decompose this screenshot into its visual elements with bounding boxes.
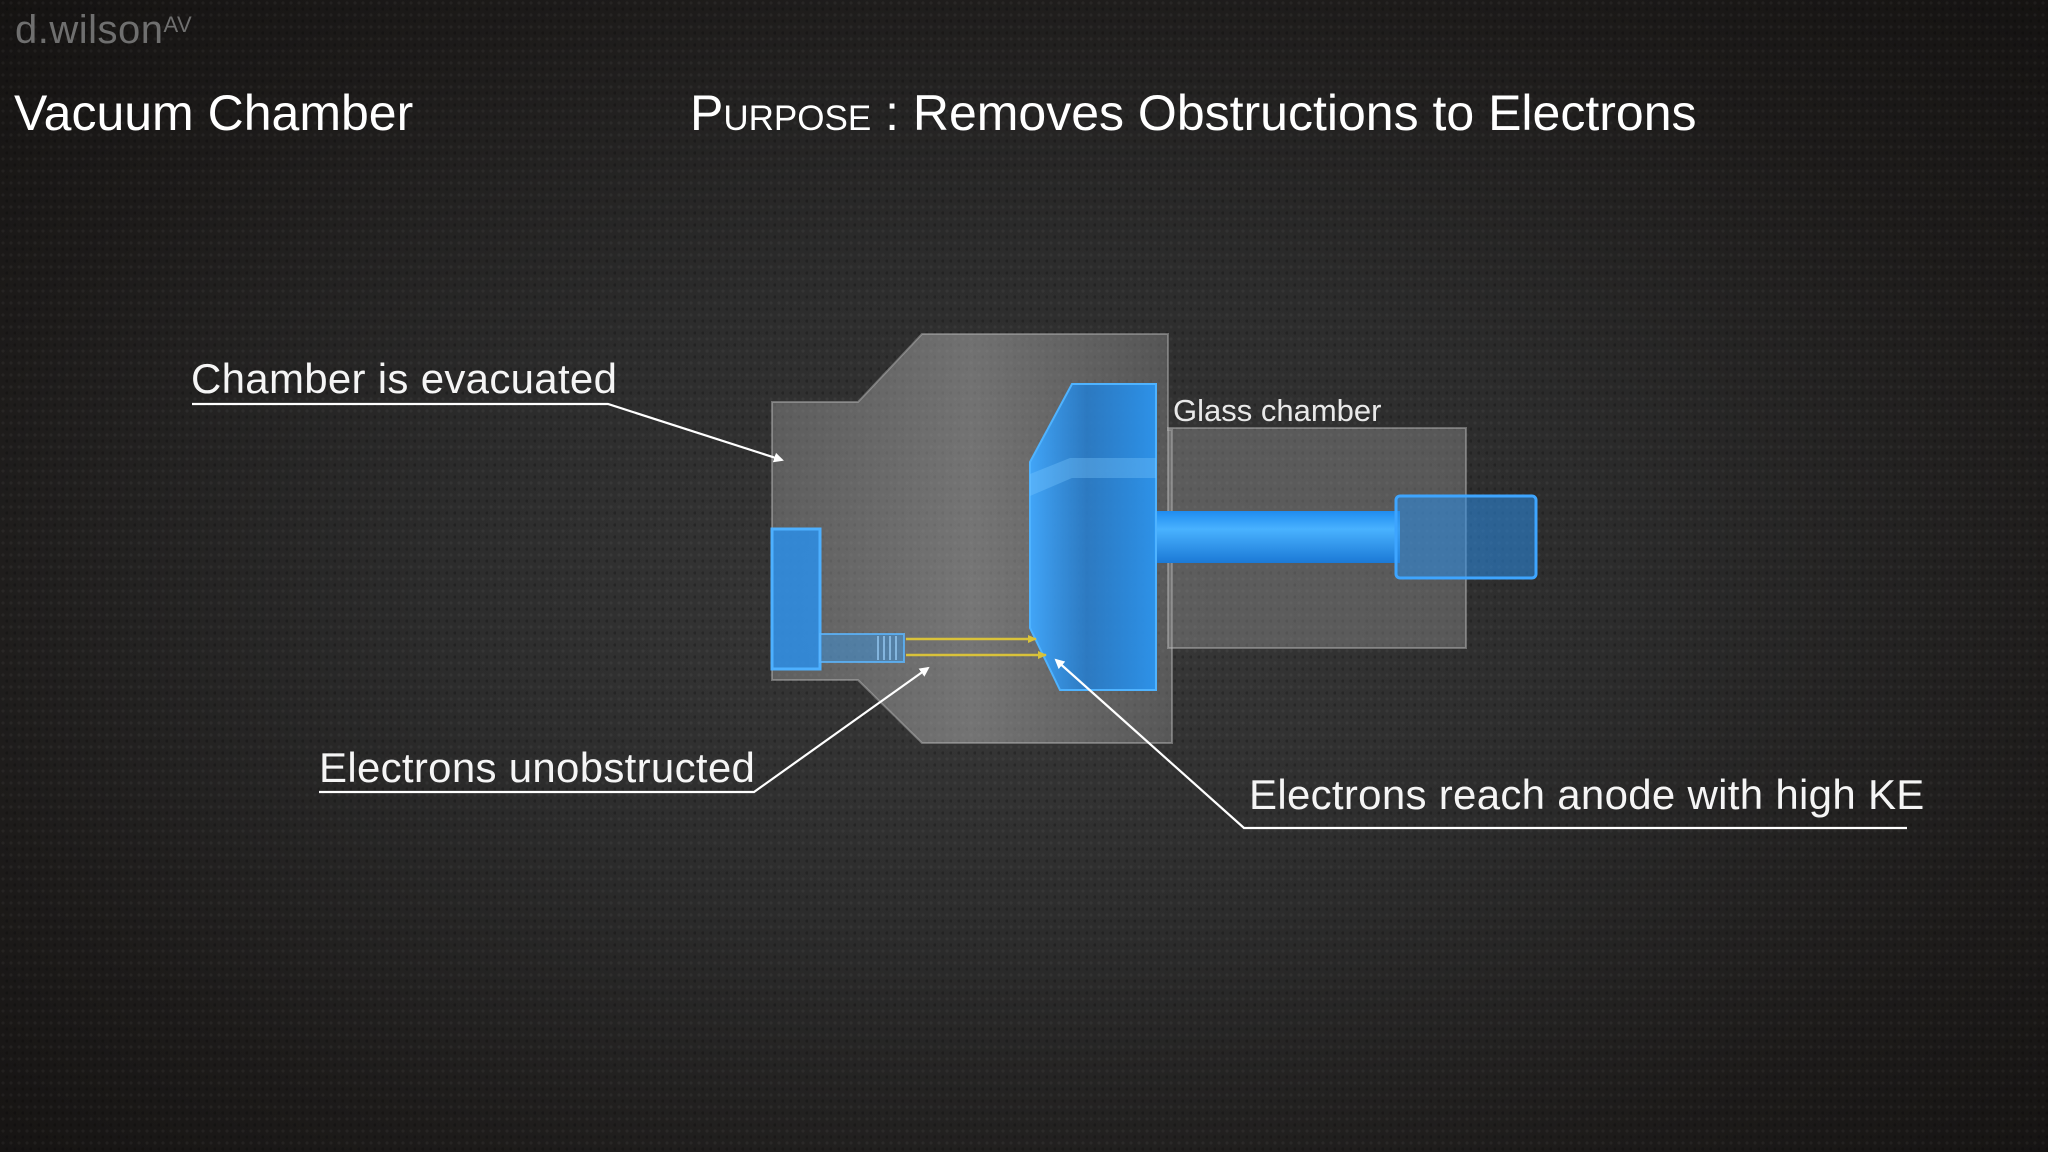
anode-stem [1154, 511, 1400, 563]
leader-line-unobstructed [319, 666, 930, 794]
leader-line-evacuated [192, 402, 784, 463]
anode-end-cap [1394, 494, 1538, 580]
purpose-label: Purpose [690, 85, 872, 141]
leader-line-anode [1054, 658, 1907, 830]
annotation-electrons-reach-anode: Electrons reach anode with high KE [1249, 771, 1925, 818]
slide-title: Vacuum Chamber [14, 85, 414, 141]
glass-chamber-label: Glass chamber [1173, 393, 1382, 428]
annotation-chamber-evacuated: Chamber is evacuated [191, 355, 618, 402]
annotation-electrons-unobstructed: Electrons unobstructed [319, 744, 756, 791]
purpose-text: Removes Obstructions to Electrons [912, 85, 1697, 141]
cathode-filament-cup [819, 633, 905, 663]
watermark-superscript: AV [163, 12, 193, 37]
watermark-text: d.wilson [15, 8, 164, 52]
filament-coil [877, 636, 897, 660]
purpose-heading: Purpose : Removes Obstructions to Electr… [690, 84, 1697, 142]
anode-highlight [1030, 458, 1156, 496]
watermark-logo: d.wilsonAV [15, 8, 192, 53]
purpose-separator: : [871, 85, 913, 141]
cathode-block [770, 527, 822, 671]
anode-body [1029, 383, 1157, 691]
